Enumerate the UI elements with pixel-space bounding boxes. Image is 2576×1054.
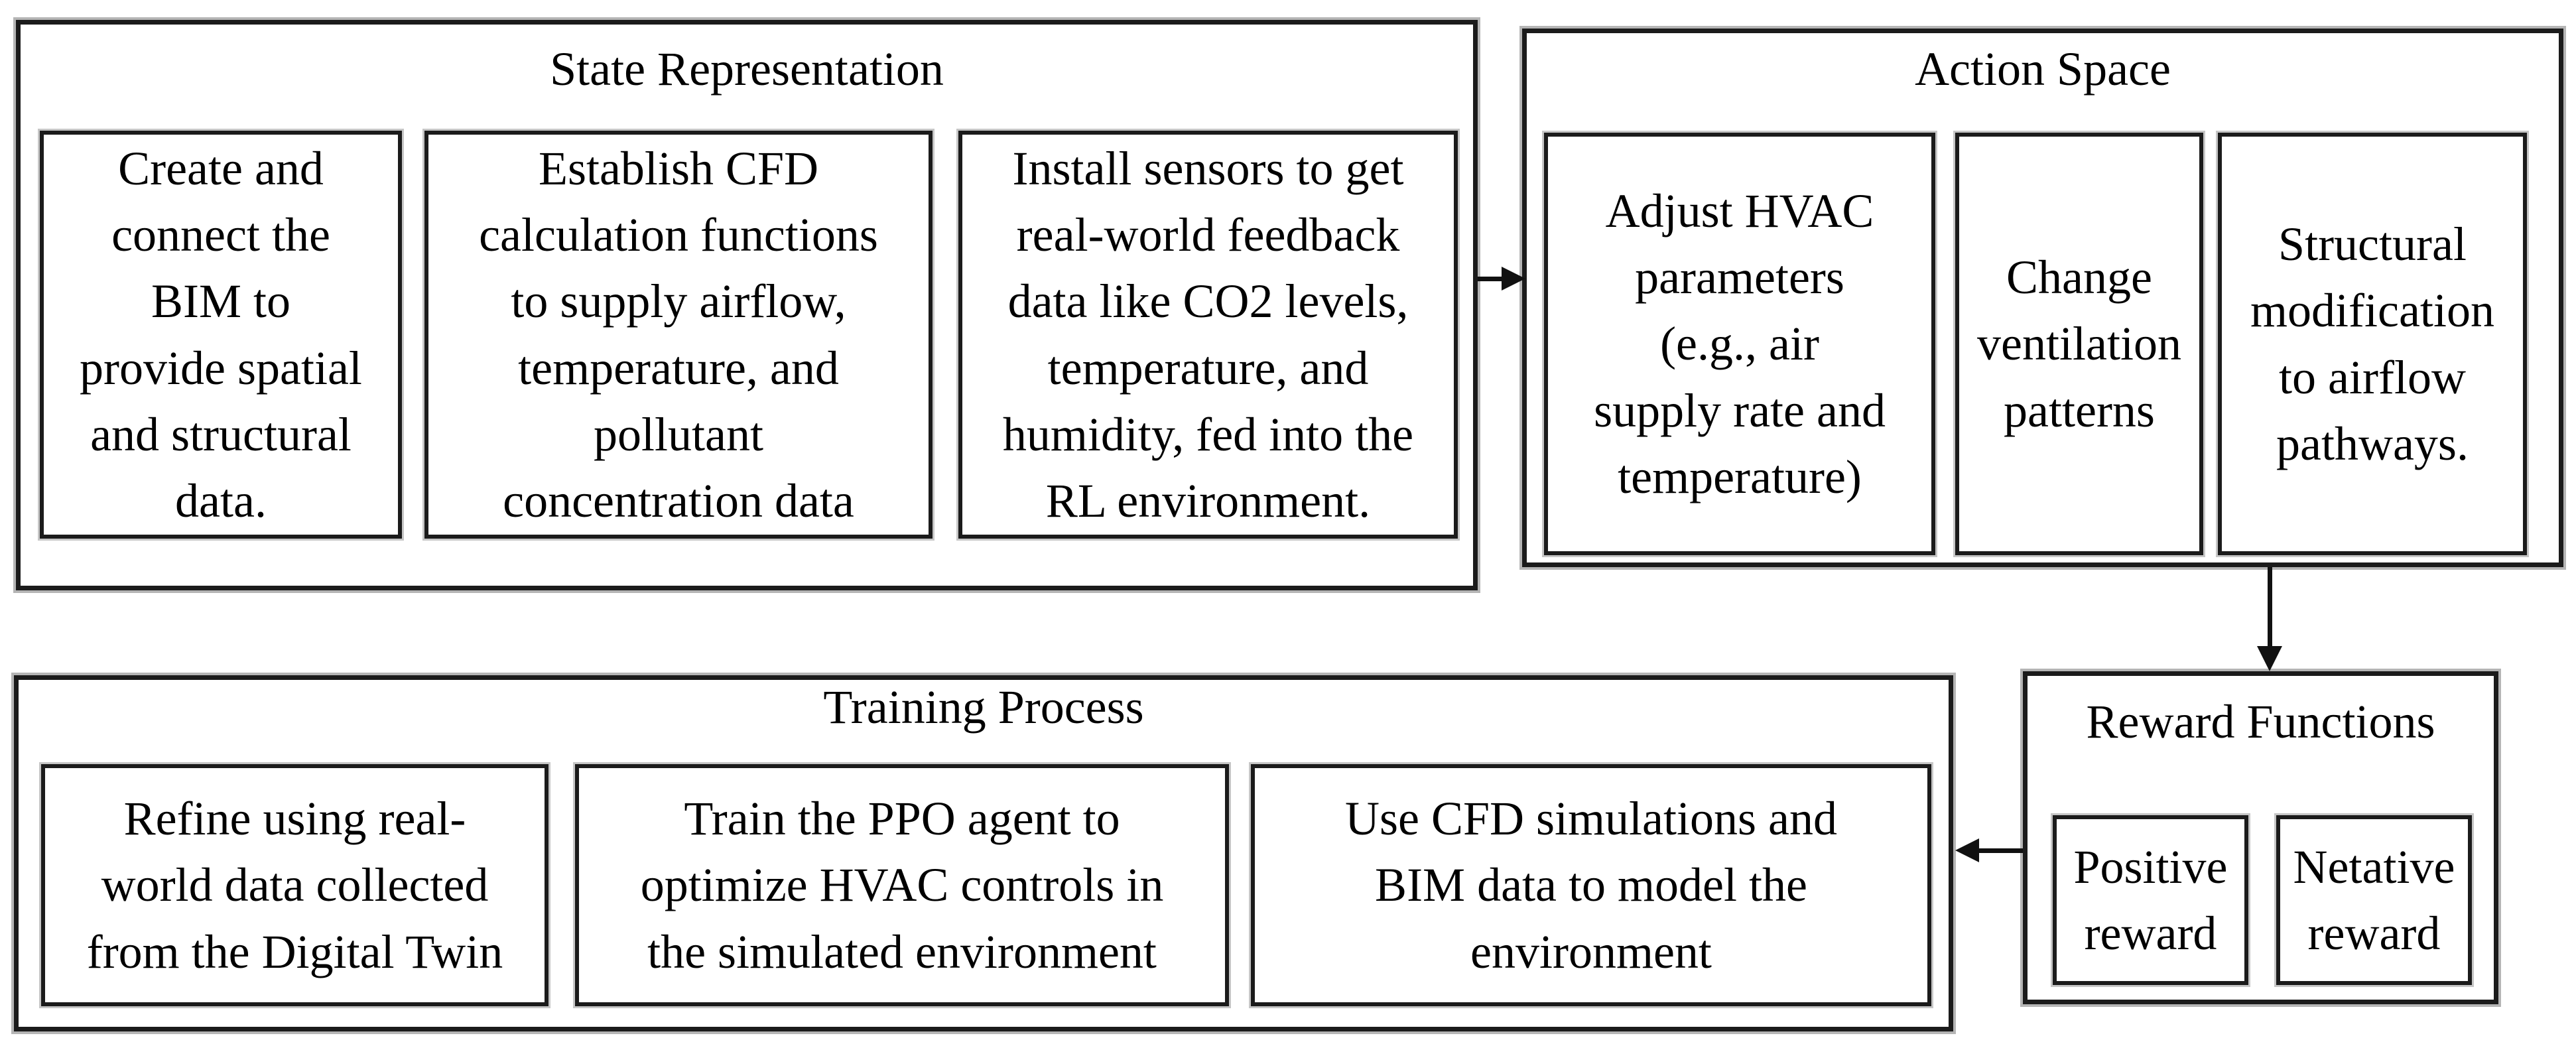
structural-modification-box: Structural modification to airflow pathw…	[2216, 131, 2529, 557]
arrow-action-to-reward-line	[2268, 567, 2272, 648]
negative-reward-box: Netative reward	[2274, 813, 2474, 987]
create-bim-box: Create and connect the BIM to provide sp…	[38, 129, 404, 541]
train-ppo-box: Train the PPO agent to optimize HVAC con…	[573, 762, 1231, 1008]
create-bim-text: Create and connect the BIM to provide sp…	[80, 142, 362, 527]
arrow-state-to-action-head	[1502, 267, 1525, 291]
arrow-state-to-action-line	[1478, 277, 1506, 281]
refine-real-world-box: Refine using real- world data collected …	[39, 762, 550, 1008]
install-sensors-box: Install sensors to get real-world feedba…	[956, 129, 1460, 541]
arrow-reward-to-training-line	[1976, 848, 2023, 853]
cfd-bim-model-box: Use CFD simulations and BIM data to mode…	[1249, 762, 1933, 1008]
positive-reward-box: Positive reward	[2051, 813, 2250, 987]
change-ventilation-text: Change ventilation patterns	[1977, 251, 2181, 437]
positive-reward-text: Positive reward	[2073, 840, 2228, 960]
structural-modification-text: Structural modification to airflow pathw…	[2250, 218, 2494, 470]
adjust-hvac-box: Adjust HVAC parameters (e.g., air supply…	[1542, 131, 1937, 557]
action-space-title: Action Space	[1915, 42, 2171, 96]
arrow-action-to-reward-head	[2257, 646, 2282, 671]
refine-real-world-text: Refine using real- world data collected …	[86, 792, 503, 978]
cfd-functions-text: Establish CFD calculation functions to s…	[479, 142, 878, 527]
cfd-bim-model-text: Use CFD simulations and BIM data to mode…	[1344, 792, 1837, 978]
change-ventilation-box: Change ventilation patterns	[1953, 131, 2205, 557]
reward-functions-title: Reward Functions	[2086, 695, 2435, 748]
train-ppo-text: Train the PPO agent to optimize HVAC con…	[640, 792, 1164, 978]
arrow-reward-to-training-head	[1955, 838, 1979, 862]
cfd-functions-box: Establish CFD calculation functions to s…	[422, 129, 934, 541]
install-sensors-text: Install sensors to get real-world feedba…	[1002, 142, 1414, 527]
state-representation-title: State Representation	[550, 42, 944, 96]
negative-reward-text: Netative reward	[2293, 840, 2455, 960]
training-process-title: Training Process	[823, 681, 1144, 734]
adjust-hvac-text: Adjust HVAC parameters (e.g., air supply…	[1594, 184, 1886, 503]
